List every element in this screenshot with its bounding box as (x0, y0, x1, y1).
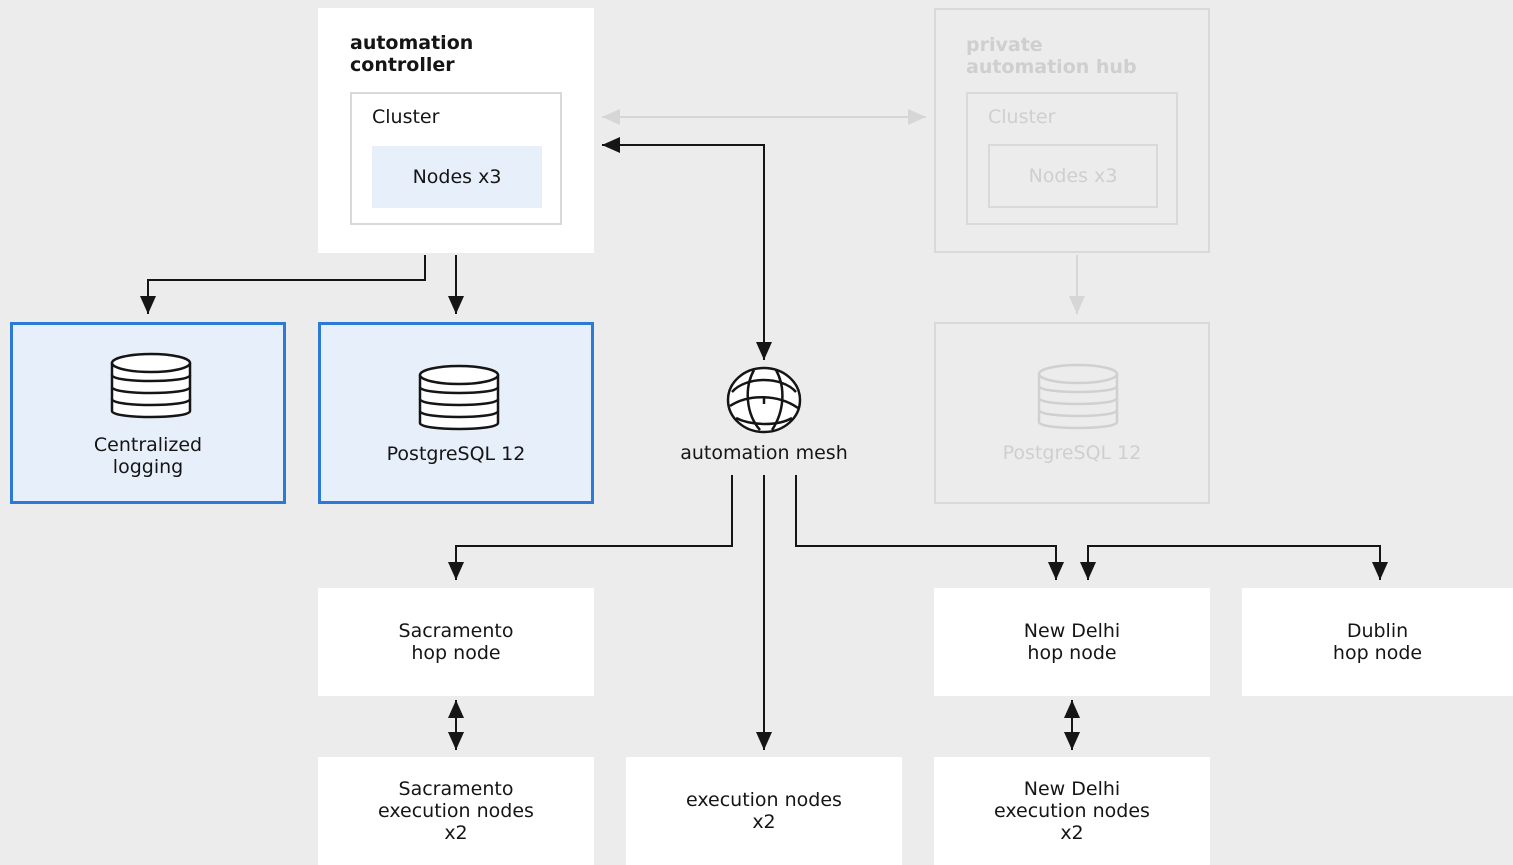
controller-nodes: Nodes x3 (372, 146, 542, 208)
hub-postgresql-label: PostgreSQL 12 (1002, 442, 1142, 464)
hub-cluster-label: Cluster (988, 106, 1056, 128)
hub-nodes: Nodes x3 (988, 144, 1158, 208)
private-automation-hub-panel: private automation hub Cluster Nodes x3 (934, 8, 1210, 253)
new-delhi-execution-nodes: New Delhi execution nodes x2 (934, 757, 1210, 865)
hub-postgresql-box: PostgreSQL 12 (934, 322, 1210, 504)
postgresql-label: PostgreSQL 12 (386, 443, 526, 465)
sacramento-hop-node: Sacramento hop node (318, 588, 594, 696)
arrow-dublin-link-new-delhi (1087, 545, 1388, 580)
arrow-mesh-to-controller (602, 137, 765, 360)
database-icon (1037, 363, 1119, 430)
postgresql-box: PostgreSQL 12 (318, 322, 594, 504)
controller-cluster-label: Cluster (372, 106, 440, 128)
globe-mesh-icon (726, 366, 802, 434)
automation-controller-panel: automation controller Cluster Nodes x3 (318, 8, 594, 253)
database-icon (110, 352, 192, 419)
centralized-logging-label: Centralized logging (93, 434, 203, 478)
arrow-controller-to-logging (140, 255, 426, 314)
database-icon (418, 364, 500, 431)
hub-cluster: Cluster Nodes x3 (966, 92, 1178, 225)
automation-controller-title: automation controller (350, 32, 474, 76)
automation-mesh-label: automation mesh (680, 442, 848, 464)
arrow-mesh-to-sacramento-hop (448, 475, 733, 580)
execution-nodes: execution nodes x2 (626, 757, 902, 865)
controller-cluster: Cluster Nodes x3 (350, 92, 562, 225)
new-delhi-hop-node: New Delhi hop node (934, 588, 1210, 696)
centralized-logging-box: Centralized logging (10, 322, 286, 504)
sacramento-execution-nodes: Sacramento execution nodes x2 (318, 757, 594, 865)
arrow-mesh-to-new-delhi-hop (795, 475, 1064, 580)
dublin-hop-node: Dublin hop node (1242, 588, 1513, 696)
private-automation-hub-title: private automation hub (966, 34, 1137, 78)
